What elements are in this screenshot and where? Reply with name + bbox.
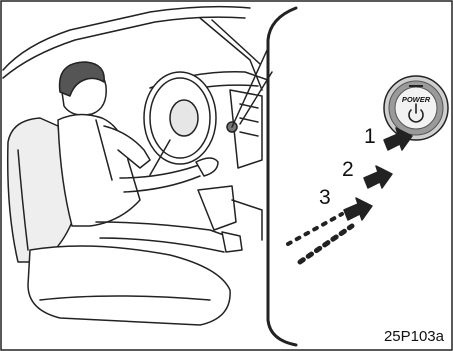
- press-arrows: [344, 128, 412, 220]
- figure-code: 25P103a: [384, 328, 445, 345]
- step-number-2: 2: [342, 158, 354, 181]
- callout-bracket: [268, 8, 296, 345]
- motion-dashes: [288, 214, 352, 262]
- power-switch-button: POWER: [384, 76, 448, 140]
- step-number-3: 3: [319, 186, 331, 209]
- press-arrow-2: [364, 166, 392, 188]
- step-number-1: 1: [364, 125, 376, 148]
- press-arrow-3: [344, 198, 372, 220]
- power-label: POWER: [402, 95, 431, 104]
- car-interior-scene: [3, 7, 272, 325]
